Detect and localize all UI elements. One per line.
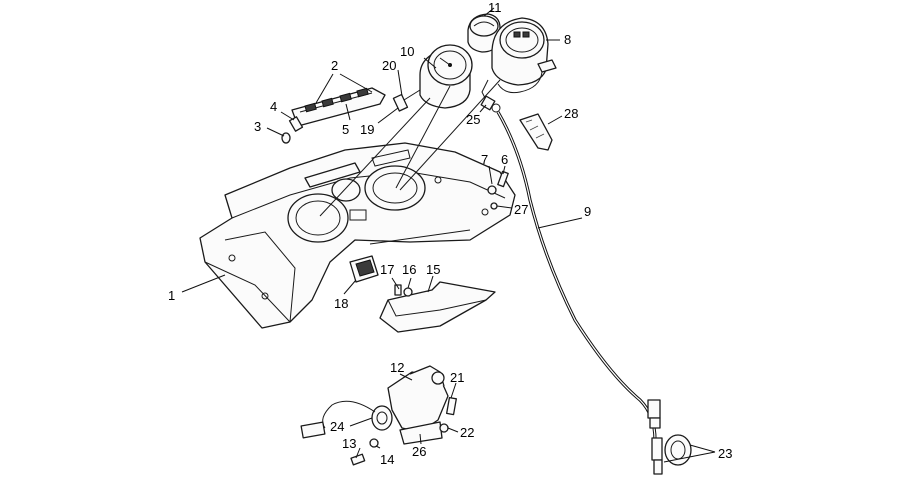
ignition-screws [350,396,457,466]
callout-21: 21 [450,370,464,385]
panel-bolts [487,170,509,210]
warning-light-bar [291,87,386,127]
speedometer-cable [496,111,663,475]
small-indicator-gauge [467,13,501,53]
gauge-light-socket [392,89,421,112]
callout-25: 25 [466,112,480,127]
leader-lines [181,7,716,463]
callout-16: 16 [402,262,416,277]
callout-18: 18 [334,296,348,311]
callout-23: 23 [718,446,732,461]
callout-4: 4 [270,99,277,114]
cable-grommet [664,434,692,466]
callout-27: 27 [514,202,528,217]
callout-8: 8 [564,32,571,47]
callout-7: 7 [481,152,488,167]
cable-fitting [480,95,501,113]
tachometer-gauge [419,44,473,109]
callout-19: 19 [360,122,374,137]
callout-11: 11 [488,0,502,15]
callout-13: 13 [342,436,356,451]
callout-26: 26 [412,444,426,459]
bulb-holder [281,116,304,144]
mounting-bracket [379,281,496,333]
callout-17: 17 [380,262,394,277]
dashboard-panel [199,142,516,329]
callout-2: 2 [331,58,338,73]
callout-1: 1 [168,288,175,303]
callout-5: 5 [342,122,349,137]
callout-14: 14 [380,452,394,467]
callout-24: 24 [330,419,344,434]
callout-labels: 1 2 3 4 5 6 7 8 9 10 11 12 13 14 15 16 1… [168,0,732,467]
callout-10: 10 [400,44,414,59]
callout-9: 9 [584,204,591,219]
callout-15: 15 [426,262,440,277]
panel-switch [349,255,379,283]
callout-6: 6 [501,152,508,167]
rubber-sleeve [519,113,553,151]
callout-28: 28 [564,106,578,121]
callout-22: 22 [460,425,474,440]
ignition-switch-assembly [300,365,449,445]
callout-20: 20 [382,58,396,73]
speedometer-gauge [491,17,557,86]
callout-3: 3 [254,119,261,134]
callout-12: 12 [390,360,404,375]
